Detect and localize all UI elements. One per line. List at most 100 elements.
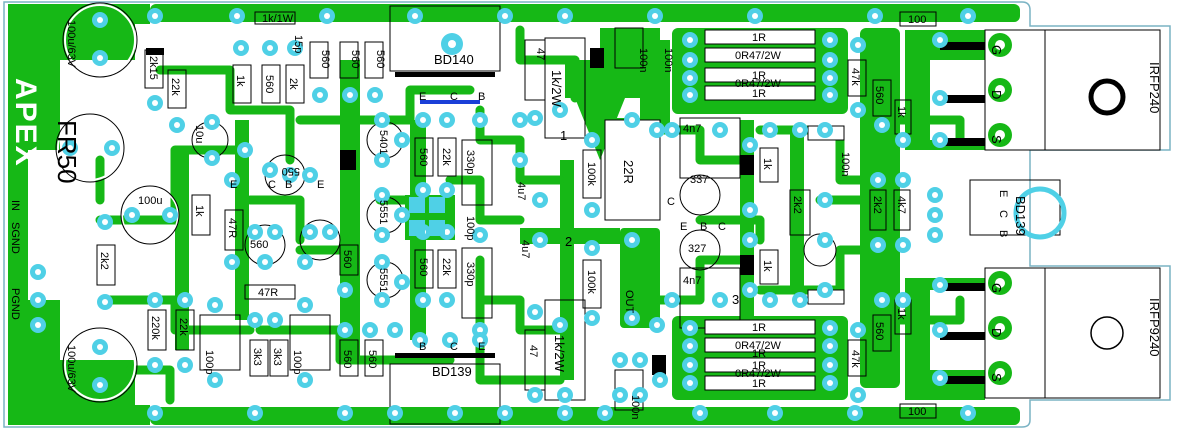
pad-hole xyxy=(417,337,423,343)
label-t-327: 327 xyxy=(688,243,706,255)
pad-hole xyxy=(937,37,943,43)
pad-hole xyxy=(97,382,103,388)
pad-hole xyxy=(292,45,298,51)
electrolytic-capacitors-outline xyxy=(55,2,180,403)
pad-hole xyxy=(327,229,333,235)
label-bd139-bottom: BD139 xyxy=(432,364,472,379)
label-c-4n7-a: 4n7 xyxy=(683,123,701,135)
label-r-1k-1w: 1k/1W xyxy=(262,13,294,25)
label-r-560-f: 560 xyxy=(417,258,429,276)
pad-hole xyxy=(822,287,828,293)
label-pin-e-d: E xyxy=(478,341,485,353)
pad-hole xyxy=(932,212,938,218)
pad-hole xyxy=(532,309,538,315)
pad-hole xyxy=(654,322,660,328)
pad-hole xyxy=(562,410,568,416)
label-g-top: G xyxy=(989,45,1004,55)
pad-hole xyxy=(589,315,595,321)
pad-hole xyxy=(687,37,693,43)
label-pin-b-d: B xyxy=(419,341,426,353)
pad-hole xyxy=(669,127,675,133)
mosfet-pad-hole xyxy=(995,40,1005,50)
square-pad xyxy=(409,220,425,236)
pad-hole xyxy=(399,137,405,143)
label-c-100n-a: 100n xyxy=(637,48,649,72)
label-r-47-top: 47 xyxy=(534,48,546,60)
pad-hole xyxy=(444,117,450,123)
label-r-1k-right-a: 1k xyxy=(895,106,907,118)
label-bd139-pin-e: E xyxy=(997,190,1009,197)
pad-hole xyxy=(827,92,833,98)
pad-hole xyxy=(900,137,906,143)
label-input: IN xyxy=(9,200,21,211)
label-r-100-bottom: 100 xyxy=(908,406,926,418)
label-t-337: 337 xyxy=(690,174,708,186)
label-bd140: BD140 xyxy=(434,52,474,67)
pad-hole xyxy=(562,392,568,398)
pad-hole xyxy=(477,232,483,238)
pad-hole xyxy=(102,299,108,305)
label-pin-e-b: E xyxy=(317,179,324,191)
pad-hole xyxy=(379,259,385,265)
label-r-560-g: 560 xyxy=(341,250,353,268)
label-pin-c-c: C xyxy=(718,221,726,233)
pad-hole xyxy=(855,392,861,398)
pad-hole xyxy=(267,167,273,173)
pad-hole xyxy=(637,392,643,398)
label-s-top: S xyxy=(989,135,1004,144)
pad-hole xyxy=(347,92,353,98)
pad-hole xyxy=(229,177,235,183)
pad-hole xyxy=(852,410,858,416)
pad-hole xyxy=(342,410,348,416)
pad-hole xyxy=(855,42,861,48)
label-r-560-a: 560 xyxy=(319,50,331,68)
label-r-560-b: 560 xyxy=(349,50,361,68)
label-r-1r-3: 1R xyxy=(752,70,766,82)
pad-hole xyxy=(629,117,635,123)
label-out: OUT xyxy=(623,290,635,314)
pad-hole xyxy=(717,127,723,133)
pad-hole xyxy=(747,237,753,243)
mounting-holes xyxy=(441,33,1126,350)
pad-hole xyxy=(652,13,658,19)
pad-hole xyxy=(317,92,323,98)
pads-layer xyxy=(30,8,1012,421)
pad-hole xyxy=(420,187,426,193)
label-c-100p-a: 100p xyxy=(203,350,215,374)
pad-hole xyxy=(629,237,635,243)
label-r-0r47-4: 0R47/2W xyxy=(735,368,781,380)
label-bd139-pin-c: C xyxy=(997,210,1009,218)
pad-hole xyxy=(747,287,753,293)
label-r-1k-c: 1k xyxy=(761,260,773,272)
label-r-4k7: 4k7 xyxy=(895,196,907,214)
label-signal-ground: SGND xyxy=(9,222,21,254)
pad-hole xyxy=(67,145,73,151)
pad-hole xyxy=(687,362,693,368)
pad-hole xyxy=(477,117,483,123)
pad-hole xyxy=(302,377,308,383)
label-r-0r47-1: 0R47/2W xyxy=(735,50,781,62)
pad-hole xyxy=(420,297,426,303)
pad-hole xyxy=(827,75,833,81)
pad-hole xyxy=(752,13,758,19)
label-r-1r-5: 1R xyxy=(752,322,766,334)
pad-hole xyxy=(252,317,258,323)
pad-hole xyxy=(444,229,450,235)
pad-hole xyxy=(379,117,385,123)
pad-hole xyxy=(287,172,293,178)
label-r-1k-b: 1k xyxy=(761,158,773,170)
label-r-22k-a: 22k xyxy=(169,78,181,96)
label-c-4n7-b: 4n7 xyxy=(683,275,701,287)
label-c-100n-d: 100n xyxy=(629,395,641,419)
pad-hole xyxy=(617,357,623,363)
pad-hole xyxy=(532,115,538,121)
pad-hole xyxy=(562,13,568,19)
label-mark-1: 1 xyxy=(560,128,567,143)
mosfet-pad-hole xyxy=(995,278,1005,288)
mosfet-pad-hole xyxy=(995,323,1005,333)
pad-hole xyxy=(152,13,158,19)
label-r-22k-d: 22k xyxy=(177,318,189,336)
pad-hole xyxy=(872,13,878,19)
pad-hole xyxy=(827,343,833,349)
